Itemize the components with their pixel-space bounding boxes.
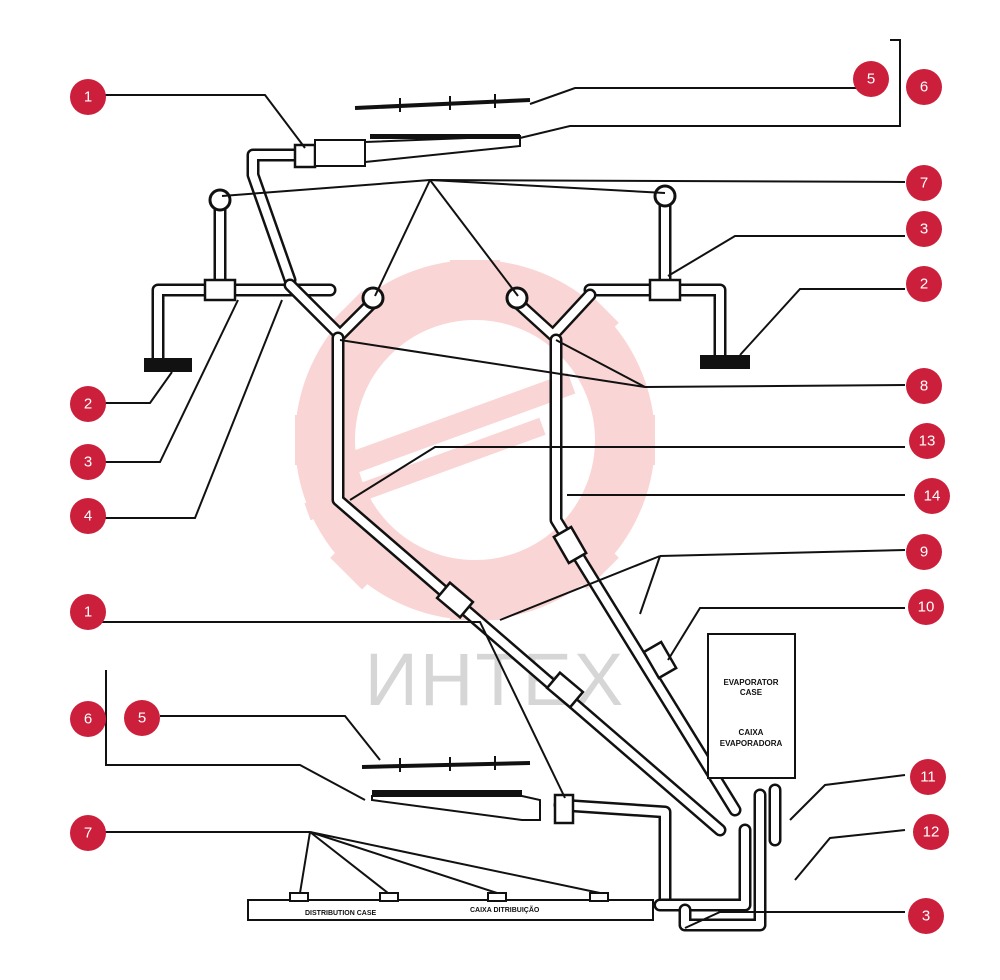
evaporator-case: EVAPORATOR CASE CAIXA EVAPORADORA: [707, 633, 796, 779]
svg-text:11: 11: [920, 769, 936, 786]
callout-6-top: 6: [906, 69, 942, 105]
duct-network: [151, 148, 782, 932]
svg-text:3: 3: [84, 454, 92, 471]
evaporator-label-2: CASE: [740, 688, 763, 697]
svg-text:3: 3: [922, 908, 930, 925]
callout-5-top: 5: [853, 61, 889, 97]
svg-text:1: 1: [84, 604, 92, 621]
callout-6-bottom: 6: [70, 701, 106, 737]
svg-text:8: 8: [920, 378, 928, 395]
evaporator-label-4: EVAPORADORA: [720, 739, 783, 748]
callout-7-top: 7: [906, 165, 942, 201]
callout-5-bottom: 5: [124, 700, 160, 736]
svg-text:7: 7: [84, 825, 92, 842]
floor-outlet-right: [700, 355, 750, 369]
leader-lines: [100, 39, 906, 929]
callout-7-bottom: 7: [70, 815, 106, 851]
callouts: 1 5 6 7 3 2 2 8 3 13 14 4 9 1 10 6 5 11 …: [70, 61, 950, 934]
callout-9: 9: [906, 534, 942, 570]
callout-1-bottom: 1: [70, 594, 106, 630]
defroster-bottom: [361, 756, 541, 821]
callout-3-left: 3: [70, 444, 106, 480]
svg-text:13: 13: [919, 433, 936, 450]
svg-text:14: 14: [924, 488, 941, 505]
distribution-label-en: DISTRIBUTION CASE: [305, 910, 377, 917]
svg-text:9: 9: [920, 544, 928, 561]
callout-2-left: 2: [70, 386, 106, 422]
callout-3-bottom: 3: [908, 898, 944, 934]
svg-text:2: 2: [84, 396, 92, 413]
svg-text:1: 1: [84, 89, 92, 106]
distribution-case: DISTRIBUTION CASE CAIXA DITRIBUIÇÃO: [247, 892, 654, 921]
evaporator-label-1: EVAPORATOR: [723, 678, 778, 687]
distribution-label-pt: CAIXA DITRIBUIÇÃO: [470, 905, 540, 914]
svg-text:3: 3: [920, 221, 928, 238]
callout-10: 10: [908, 589, 944, 625]
callout-3-right: 3: [906, 211, 942, 247]
evaporator-label-3: CAIXA: [739, 728, 764, 737]
callout-11: 11: [910, 759, 946, 795]
svg-text:10: 10: [918, 599, 935, 616]
svg-text:2: 2: [920, 276, 928, 293]
svg-text:12: 12: [923, 824, 940, 841]
callout-8: 8: [906, 368, 942, 404]
floor-outlet-left: [144, 358, 192, 372]
watermark-gear-icon: [295, 260, 655, 620]
duct-fittings: [203, 143, 682, 825]
svg-text:4: 4: [84, 508, 92, 525]
svg-text:5: 5: [867, 71, 875, 88]
svg-text:5: 5: [138, 710, 146, 727]
callout-14: 14: [914, 478, 950, 514]
svg-text:7: 7: [920, 175, 928, 192]
svg-text:6: 6: [84, 711, 92, 728]
callout-13: 13: [909, 423, 945, 459]
callout-1-top: 1: [70, 79, 106, 115]
callout-4: 4: [70, 498, 106, 534]
callout-2-right: 2: [906, 266, 942, 302]
callout-12: 12: [913, 814, 949, 850]
defroster-top: [314, 94, 531, 167]
svg-text:6: 6: [920, 79, 928, 96]
